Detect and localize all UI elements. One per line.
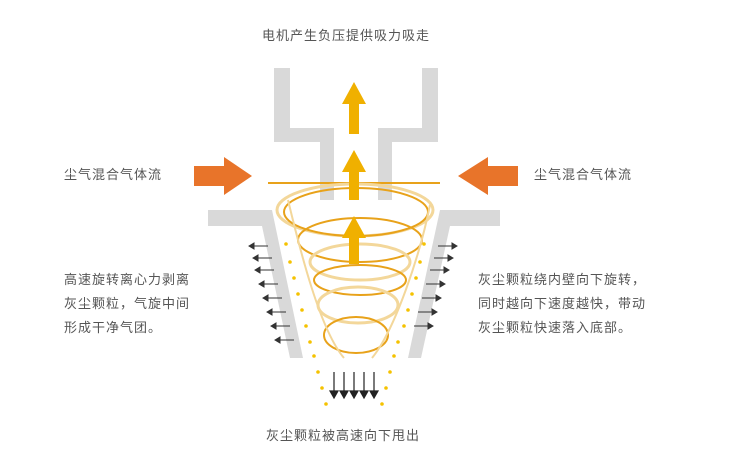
left-arrow-icon: [258, 280, 278, 288]
right-arrow-icon: [422, 294, 442, 302]
dust-particles: [284, 242, 426, 406]
spiral-vortex: [275, 182, 435, 359]
down-arrow-icon: [348, 372, 360, 400]
right-description-line-2: 同时越向下速度越快，带动: [478, 297, 647, 312]
bottom-caption: 灰尘颗粒被高速向下甩出: [266, 429, 421, 444]
down-arrow-icon: [368, 372, 380, 400]
left-inlet-label: 尘气混合气体流: [64, 168, 163, 183]
left-description-line-1: 高速旋转离心力剥离: [64, 273, 191, 288]
left-outward-arrows: [248, 242, 294, 344]
inlet-arrows: [194, 157, 518, 195]
left-description-line-3: 形成干净气团。: [64, 321, 163, 336]
downward-arrows: [328, 372, 380, 400]
right-arrow-icon: [418, 308, 438, 316]
right-description-line-3: 灰尘颗粒快速落入底部。: [478, 321, 633, 336]
down-arrow-icon: [358, 372, 370, 400]
down-arrow-icon: [328, 372, 340, 400]
right-arrow-icon: [414, 322, 434, 330]
left-description-line-2: 灰尘颗粒，气旋中间: [64, 297, 191, 312]
up-arrow-icon: [342, 82, 366, 134]
left-arrow-icon: [254, 266, 274, 274]
up-arrow-icon: [342, 150, 366, 200]
top-caption: 电机产生负压提供吸力吸走: [262, 29, 431, 44]
left-arrow-icon: [266, 308, 286, 316]
upward-airflow-arrows: [342, 82, 366, 264]
right-outward-arrows: [414, 242, 458, 330]
left-arrow-icon: [274, 336, 294, 344]
right-arrow-icon: [430, 266, 450, 274]
right-description-line-1: 灰尘颗粒绕内壁向下旋转，: [478, 273, 647, 288]
down-arrow-icon: [338, 372, 350, 400]
left-arrow-icon: [270, 322, 290, 330]
right-arrow-icon: [426, 280, 446, 288]
left-arrow-icon: [458, 157, 518, 195]
up-arrow-icon: [342, 216, 366, 264]
right-arrow-icon: [434, 254, 454, 262]
right-inlet-label: 尘气混合气体流: [534, 168, 633, 183]
left-arrow-icon: [252, 254, 272, 262]
right-arrow-icon: [438, 242, 458, 250]
right-arrow-icon: [194, 157, 252, 195]
left-arrow-icon: [262, 294, 282, 302]
left-arrow-icon: [248, 242, 268, 250]
